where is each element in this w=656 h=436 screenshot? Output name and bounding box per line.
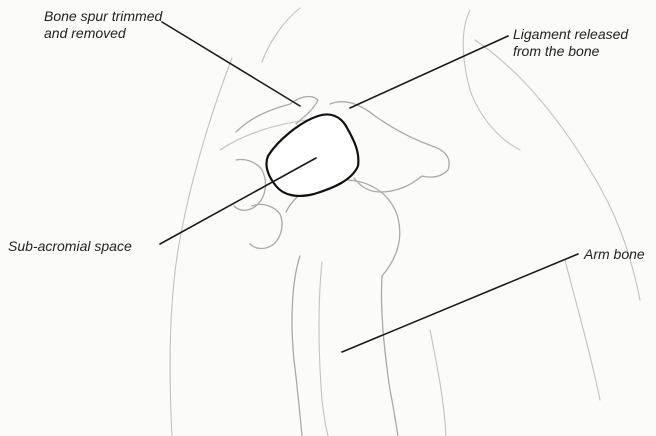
label-sub-acromial-space: Sub-acromial space <box>8 238 132 255</box>
leader-ligament <box>350 36 508 108</box>
glenoid-bone <box>250 204 282 248</box>
neck-contour <box>262 8 300 62</box>
torso-contour <box>430 330 446 436</box>
leader-bone-spur <box>162 22 300 106</box>
humerus-inner-line <box>319 262 328 436</box>
coracoid-bone <box>234 159 265 210</box>
label-bone-spur: Bone spur trimmed and removed <box>44 8 162 42</box>
scapula-edge <box>565 260 600 400</box>
label-ligament-released: Ligament released from the bone <box>513 26 628 60</box>
humerus-shaft-left <box>292 256 302 436</box>
body-contour <box>170 58 232 436</box>
leader-arm-bone <box>342 254 578 352</box>
sub-acromial-space-shape <box>266 114 358 195</box>
trapezius-contour <box>463 10 520 150</box>
label-arm-bone: Arm bone <box>584 246 645 263</box>
humerus-shaft-right <box>381 276 398 436</box>
